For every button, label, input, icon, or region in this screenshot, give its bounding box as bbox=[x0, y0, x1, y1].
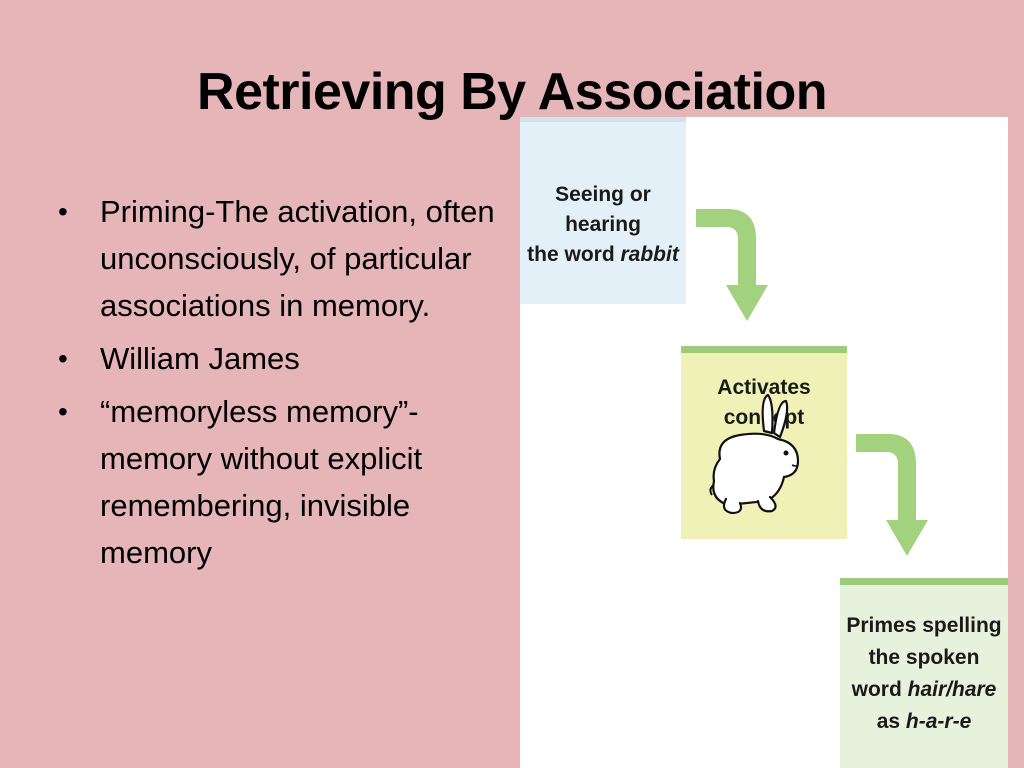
spelling-line-1: Primes spelling bbox=[846, 614, 1002, 637]
arrow-down-right-icon bbox=[856, 434, 928, 556]
spelling-as: as bbox=[876, 710, 906, 733]
priming-figure: Seeing or hearing the word rabbit Activa… bbox=[520, 117, 1008, 768]
bullet-text: Priming-The activation, often unconsciou… bbox=[100, 194, 495, 323]
bullet-dot: • bbox=[58, 343, 68, 374]
bullet-item: • Priming-The activation, often unconsci… bbox=[58, 188, 508, 329]
bullet-list: • Priming-The activation, often unconsci… bbox=[58, 188, 508, 582]
bullet-item: • “memoryless memory”-memory without exp… bbox=[58, 388, 508, 576]
rabbit-illustration bbox=[709, 393, 800, 515]
arrow-down-right-icon bbox=[696, 209, 768, 321]
stimulus-prefix: the word bbox=[527, 243, 621, 266]
bullet-item: • William James bbox=[58, 335, 508, 382]
bullet-text: William James bbox=[100, 341, 300, 376]
bullet-dot: • bbox=[58, 196, 68, 227]
spelling-line-2: the spoken bbox=[868, 646, 980, 669]
stimulus-word: rabbit bbox=[620, 243, 679, 266]
spelling-box: Primes spelling the spoken word hair/har… bbox=[840, 578, 1008, 768]
stimulus-box: Seeing or hearing the word rabbit bbox=[520, 117, 686, 304]
stimulus-line-1: Seeing or hearing bbox=[555, 183, 651, 236]
bullet-dot: • bbox=[58, 396, 68, 427]
spelling-letters: h-a-r-e bbox=[905, 710, 972, 733]
spelling-word: hair/hare bbox=[907, 678, 997, 701]
bullet-text: “memoryless memory”-memory without expli… bbox=[100, 394, 423, 570]
spelling-line-4: as h-a-r-e bbox=[840, 706, 1008, 738]
spelling-prefix: word bbox=[851, 678, 908, 701]
spelling-line-3: word hair/hare bbox=[840, 674, 1008, 706]
slide-title: Retrieving By Association bbox=[197, 63, 827, 121]
stimulus-line-2: the word rabbit bbox=[520, 240, 686, 270]
